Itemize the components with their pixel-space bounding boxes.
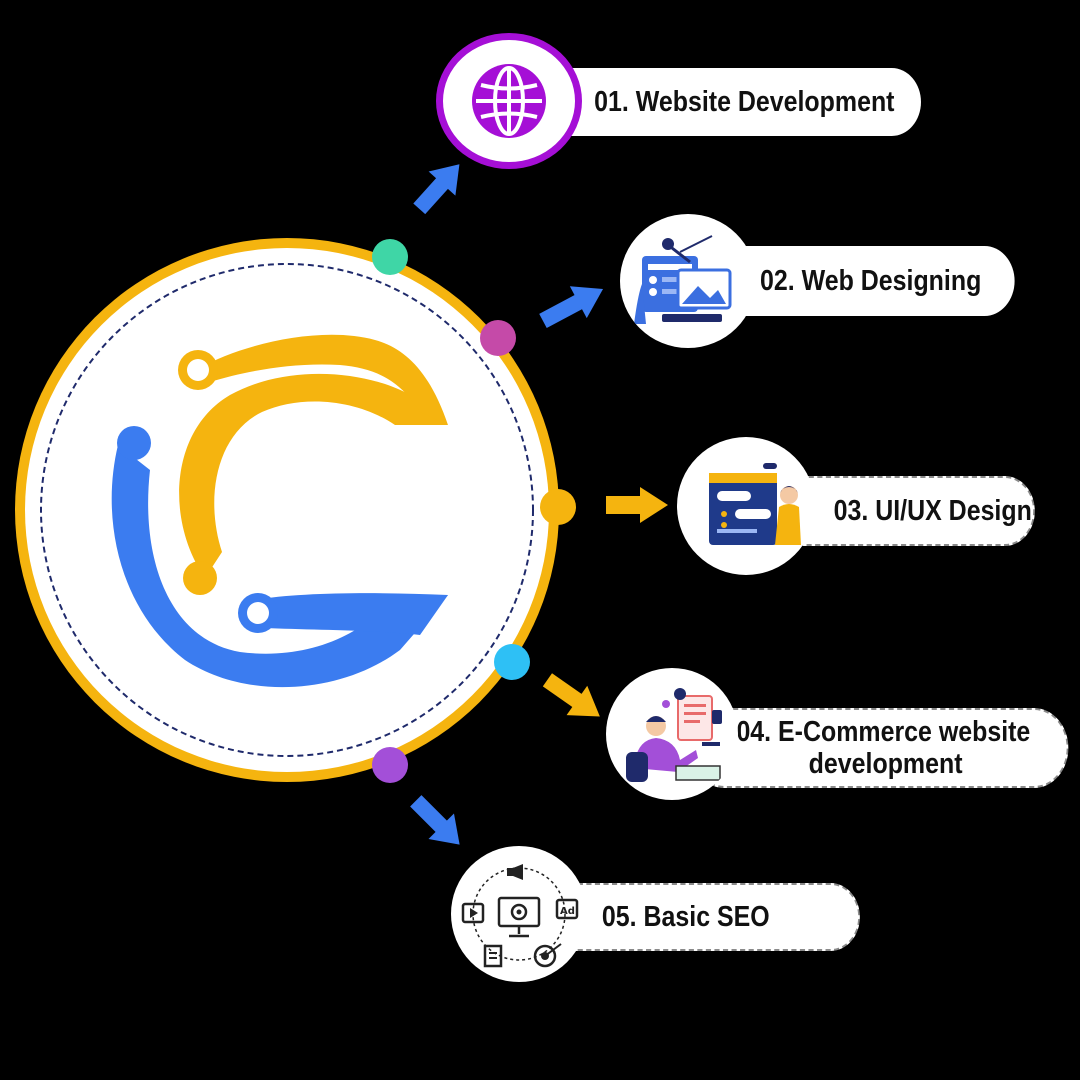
hub-circle xyxy=(15,238,559,782)
service-05-label: 05. Basic SEO xyxy=(601,900,770,933)
node-05 xyxy=(372,747,408,783)
web-design-illustration xyxy=(634,235,732,324)
service-02-label: 02. Web Designing xyxy=(760,264,982,297)
service-05-icon-bubble: Ad xyxy=(451,846,587,982)
node-01 xyxy=(372,239,408,275)
node-02 xyxy=(480,320,516,356)
arrow-05 xyxy=(410,795,460,845)
service-02-label-pill: 02. Web Designing xyxy=(705,246,1015,316)
ecommerce-illustration xyxy=(626,688,722,782)
service-02-icon-bubble xyxy=(620,214,756,348)
service-04-icon-bubble xyxy=(606,668,738,800)
service-04-label-line1: 04. E-Commerce website xyxy=(736,716,1031,748)
arrow-01 xyxy=(413,164,460,215)
arrow-03 xyxy=(606,487,668,523)
node-04 xyxy=(494,644,530,680)
service-01-label: 01. Website Development xyxy=(594,85,895,118)
service-04-label-pill: 04. E-Commerce website development xyxy=(690,708,1069,788)
service-01-icon-bubble xyxy=(436,33,582,169)
globe-icon xyxy=(472,64,546,138)
service-04-label-line2: development xyxy=(808,748,963,780)
service-05-label-pill: 05. Basic SEO xyxy=(540,883,860,951)
service-03-icon-bubble xyxy=(677,437,815,575)
arrow-02 xyxy=(539,286,604,329)
node-03 xyxy=(540,489,576,525)
hub-dashed-ring xyxy=(40,263,534,757)
service-01-label-pill: 01. Website Development xyxy=(540,68,921,136)
service-03-label: 03. UI/UX Design xyxy=(833,494,1032,527)
arrow-04 xyxy=(542,673,600,717)
svg-text:Ad: Ad xyxy=(560,906,575,917)
seo-icon: Ad xyxy=(461,864,579,968)
c-logo xyxy=(111,334,448,688)
uiux-illustration xyxy=(709,463,801,545)
